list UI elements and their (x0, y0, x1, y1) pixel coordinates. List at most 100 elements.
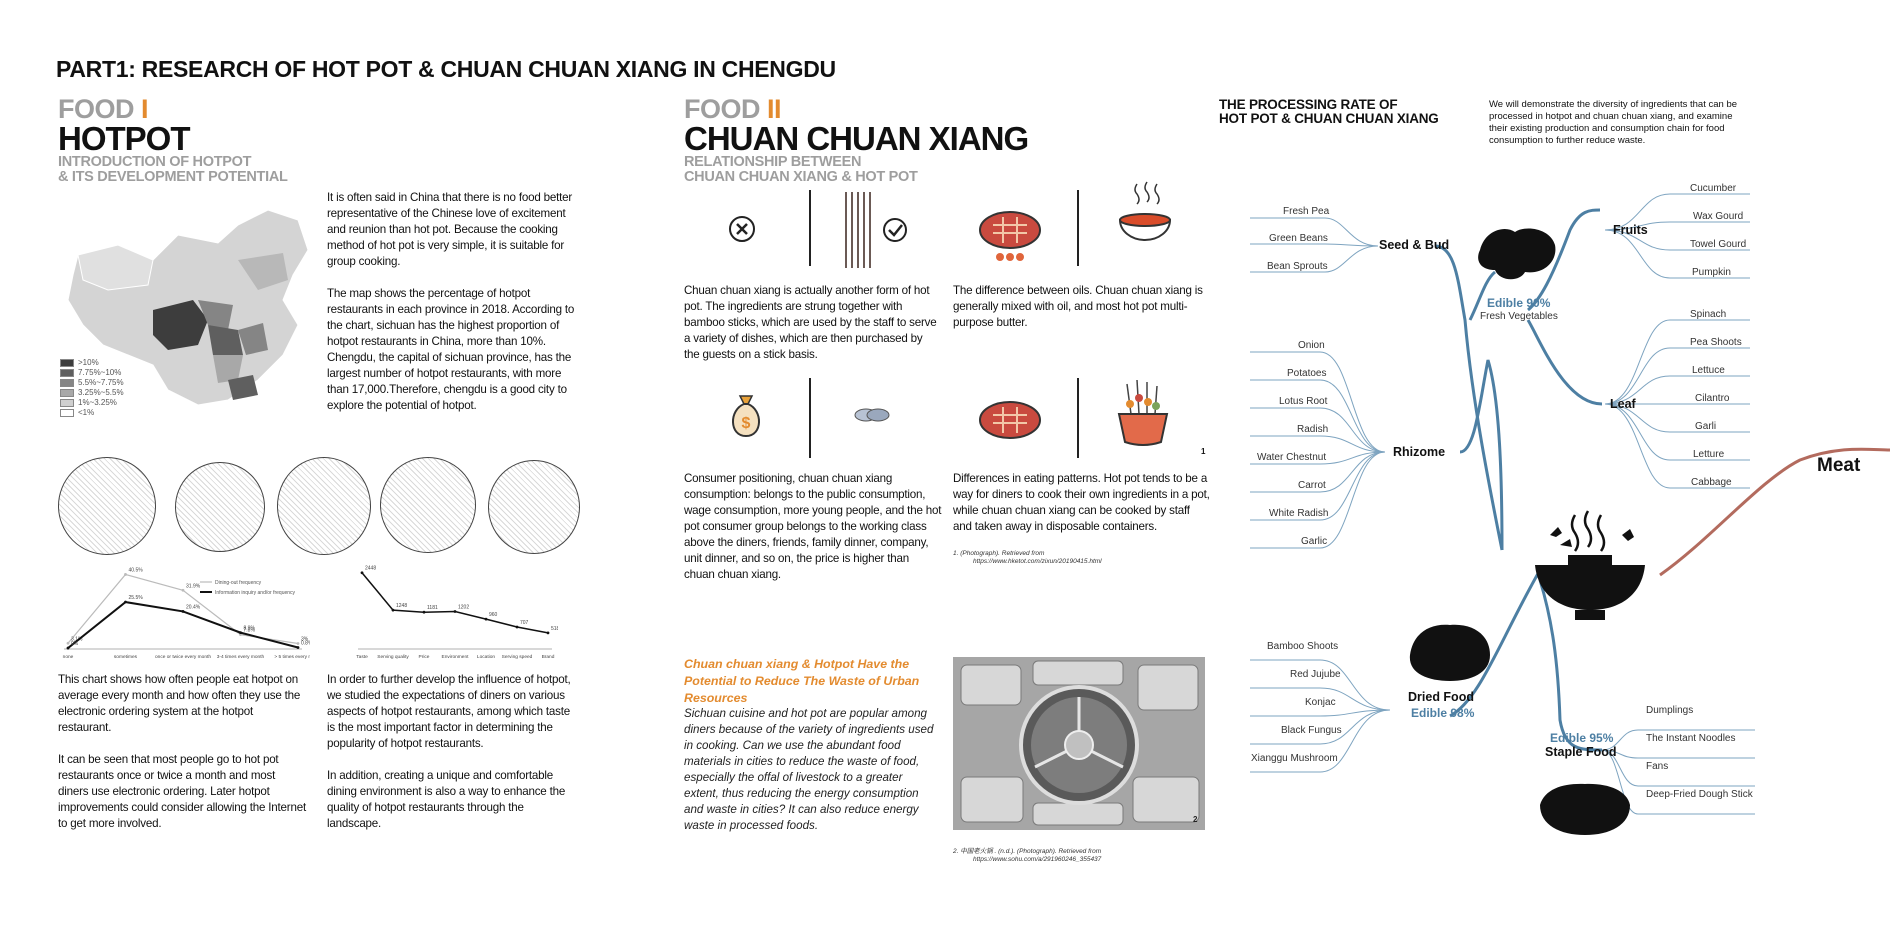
food1-para4: It can be seen that most people go to ho… (58, 753, 306, 830)
mindmap-leaf: Lotus Root (1279, 396, 1328, 407)
category-seed-bud: Seed & Bud (1379, 238, 1450, 252)
mindmap-leaf: The Instant Noodles (1646, 733, 1736, 744)
mindmap-leaf: Bamboo Shoots (1267, 641, 1339, 652)
divider (809, 378, 811, 458)
restaurant-sketch-1 (58, 457, 156, 555)
data-label: 3.1% (71, 636, 83, 642)
bamboo-sticks-icon (845, 192, 907, 268)
tick-label: Serving speed (502, 654, 533, 660)
category-dried-food: Dried Food (1408, 690, 1474, 704)
legend-item: 3.25%~5.5% (78, 388, 124, 397)
reference-1-line: 1. (Photograph). Retrieved from (953, 550, 1045, 557)
restaurant-sketch-2 (380, 457, 476, 553)
hotpot-photo (953, 657, 1205, 830)
food1-para2: The map shows the percentage of hotpot r… (327, 287, 575, 412)
data-point (66, 646, 70, 650)
tick-label: once or twice every month (155, 654, 211, 660)
category-meat: Meat (1817, 455, 1861, 476)
mindmap-leaf: Fans (1646, 761, 1669, 772)
tick-label: Taste (356, 654, 368, 660)
mindmap-leaf: Wax Gourd (1693, 211, 1744, 222)
tick-label: Price (419, 654, 430, 660)
food1-para6: In addition, creating a unique and comfo… (327, 769, 566, 830)
data-label: 8.9% (244, 626, 256, 632)
food2-heading: FOOD II CHUAN CHUAN XIANG RELATIONSHIP B… (684, 94, 1029, 185)
reference-2-url: https://www.sohu.com/a/291960246_355437 (973, 856, 1102, 863)
food2-title: CHUAN CHUAN XIANG (684, 120, 1029, 157)
data-point (181, 610, 185, 613)
data-point (239, 633, 242, 637)
skewer-cup-icon (1117, 380, 1169, 446)
vegetables-silhouette (1478, 228, 1556, 280)
mindmap-leaf: Cucumber (1690, 183, 1737, 194)
footnote-1: 1 (1201, 447, 1206, 456)
mindmap-leaf: Garli (1695, 421, 1717, 432)
data-label: 518 (551, 626, 558, 632)
divider (809, 190, 811, 266)
hotpot-sketch (175, 462, 265, 552)
processing-title: THE PROCESSING RATE OF HOT POT & CHUAN C… (1219, 97, 1439, 126)
food1-para1: It is often said in China that there is … (327, 191, 573, 268)
food2-kicker: FOOD (684, 94, 767, 124)
data-point (422, 610, 426, 614)
reference-2-line: 2. 中国老火锅 . (n.d.). (Photograph). Retriev… (953, 848, 1102, 855)
food1-kicker: FOOD (58, 94, 141, 124)
mindmap-leaf: Fresh Pea (1283, 206, 1330, 217)
mindmap-leaf: Carrot (1298, 480, 1326, 491)
tick-label: Location (477, 654, 495, 660)
tick-label: sometimes (114, 654, 138, 660)
mindmap-leaf: Green Beans (1269, 233, 1328, 244)
fresh-edible-rate: Edible 90% (1487, 296, 1551, 310)
reference-1: 1. (Photograph). Retrieved from https://… (953, 550, 1102, 566)
mindmap-leaf: Bean Sprouts (1267, 261, 1328, 272)
data-point (181, 588, 185, 592)
money-bag-icon: $ (732, 395, 760, 438)
map-legend: >10% 7.75%~10% 5.5%~7.75% 3.25%~5.5% 1%~… (60, 358, 124, 418)
legend-swatch (60, 409, 74, 417)
legend-label: Dining-out frequency (215, 580, 262, 586)
mindmap-leaf: Pumpkin (1692, 267, 1731, 278)
hotpot-bowl-silhouette (1535, 510, 1645, 620)
data-point (296, 646, 300, 649)
food1-subtitle: INTRODUCTION OF HOTPOT & ITS DEVELOPMENT… (58, 154, 288, 185)
mindmap-leaf: Lettuce (1692, 365, 1725, 376)
staple-edible-rate: Edible 95% (1550, 731, 1614, 745)
category-fruits: Fruits (1613, 223, 1648, 237)
staple-food-silhouette (1540, 783, 1630, 835)
coins-icon (854, 408, 890, 422)
data-label: 0% (71, 641, 79, 647)
cross-circle-icon (729, 216, 755, 242)
mindmap-leaf: Water Chestnut (1257, 452, 1327, 463)
data-point (296, 642, 300, 645)
reference-2: 2. 中国老火锅 . (n.d.). (Photograph). Retriev… (953, 848, 1101, 864)
mindmap-leaf: Xianggu Mushroom (1251, 753, 1338, 764)
tick-label: Environment (442, 654, 470, 660)
mindmap-leaf: Towel Gourd (1690, 239, 1747, 250)
china-map (67, 209, 309, 406)
data-label: 20.4% (186, 604, 201, 610)
data-point (66, 641, 70, 645)
food2-text1: Chuan chuan xiang is actually another fo… (684, 284, 937, 361)
legend-swatch (60, 369, 74, 377)
diner-sketch (488, 460, 580, 554)
legend-swatch (60, 399, 74, 407)
data-point (515, 625, 519, 629)
food2-italic-text: Sichuan cuisine and hot pot are popular … (684, 707, 934, 832)
legend-label: Information inquiry and/or frequency (215, 590, 296, 596)
mindmap-leaf: Cabbage (1691, 477, 1732, 488)
series-line (67, 600, 299, 649)
data-label: 31.9% (186, 583, 201, 589)
processing-description: We will demonstrate the diversity of ing… (1489, 99, 1738, 146)
legend-item: >10% (78, 358, 99, 367)
mindmap-leaf: Black Fungus (1281, 725, 1342, 736)
data-point (391, 608, 395, 612)
data-label: 0.8% (301, 641, 310, 647)
data-label: 707 (520, 620, 529, 626)
mindmap-leaf: Spinach (1690, 309, 1727, 320)
dried-food-silhouette (1409, 624, 1490, 681)
mind-map-lines (1250, 193, 1890, 815)
food1-intro: It is often said in China that there is … (327, 190, 577, 430)
data-label: 960 (489, 612, 498, 618)
mindmap-leaf: Dumplings (1646, 705, 1694, 716)
category-rhizome: Rhizome (1393, 445, 1446, 459)
